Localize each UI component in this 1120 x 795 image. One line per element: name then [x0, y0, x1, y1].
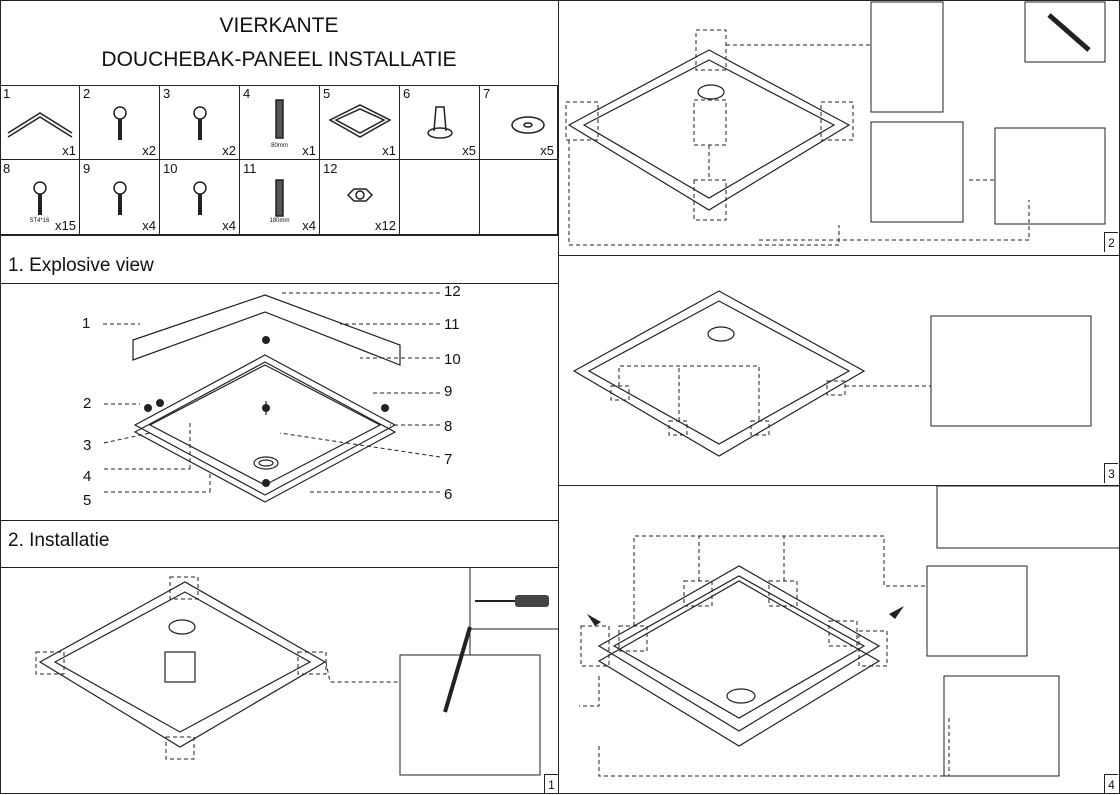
step-number: 3: [1104, 463, 1118, 483]
divider: [0, 567, 558, 568]
threaded-rod-icon: [275, 99, 284, 139]
step3-diagram: [572, 290, 1092, 457]
arrow-icon: [889, 606, 904, 619]
part-quantity: x4: [302, 218, 316, 233]
part-number: 1: [3, 86, 11, 101]
title-line1: VIERKANTE: [219, 14, 339, 37]
divider: [559, 485, 1120, 486]
part-quantity: x1: [62, 143, 76, 158]
part-size: 80mm: [271, 143, 288, 149]
tray-icon: [328, 104, 392, 138]
bolt-icon: [113, 106, 127, 140]
step4-diagram: [579, 485, 1120, 777]
callout-label: 7: [444, 451, 453, 468]
part-quantity: x15: [55, 218, 76, 233]
arrow-icon: [587, 614, 601, 626]
part-number: 6: [403, 86, 411, 101]
step-number: 2: [1104, 232, 1118, 252]
step2-diagram: [565, 1, 1106, 246]
part-quantity: x4: [222, 218, 236, 233]
divider: [559, 255, 1120, 256]
part-number: 7: [483, 86, 491, 101]
part-cell-9: 9 x4: [80, 160, 160, 235]
callout-label: 11: [444, 316, 460, 333]
part-quantity: x12: [375, 218, 396, 233]
callout-label: 8: [444, 418, 453, 435]
part-cell-5: 5 x1: [320, 85, 400, 160]
divider: [0, 283, 558, 284]
empty-cell: [400, 160, 480, 235]
part-quantity: x2: [142, 143, 156, 158]
part-number: 8: [3, 161, 11, 176]
section-installatie: 2. Installatie: [8, 530, 110, 551]
part-cell-6: 6 x5: [400, 85, 480, 160]
part-cell-2: 2 x2: [80, 85, 160, 160]
foot-icon: [427, 106, 453, 139]
screwdriver-icon: [475, 595, 549, 607]
callout-label: 10: [444, 351, 461, 368]
part-cell-4: 4 80mm x1: [240, 85, 320, 160]
section-explosive-view: 1. Explosive view: [8, 255, 154, 276]
clip-icon: [113, 181, 127, 215]
part-cell-1: 1 x1: [0, 85, 80, 160]
washer-plate-icon: [511, 116, 545, 134]
connector-block-icon: [193, 106, 207, 140]
wood-screw-icon: [193, 181, 207, 215]
part-cell-7: 7 x5: [480, 85, 558, 160]
callout-label: 4: [83, 468, 92, 485]
divider: [0, 85, 558, 86]
screw-icon: [33, 181, 47, 215]
part-size: 180mm: [269, 218, 290, 224]
part-quantity: x1: [382, 143, 396, 158]
step-number: 4: [1104, 774, 1118, 794]
threaded-rod-icon: [275, 179, 284, 217]
part-cell-3: 3 x2: [160, 85, 240, 160]
part-number: 5: [323, 86, 331, 101]
part-quantity: x2: [222, 143, 236, 158]
callout-label: 5: [83, 492, 92, 509]
panel-frame-icon: [7, 112, 73, 138]
column-divider: [558, 0, 559, 794]
divider: [0, 235, 558, 236]
callout-label: 1: [82, 315, 91, 332]
part-quantity: x5: [540, 143, 554, 158]
callout-label: 9: [444, 383, 453, 400]
step1-diagram: [35, 567, 558, 776]
divider: [0, 520, 558, 521]
callout-label: 2: [83, 395, 92, 412]
callout-label: 6: [444, 486, 453, 503]
callout-label: 3: [83, 437, 92, 454]
part-cell-11: 11 180mm x4: [240, 160, 320, 235]
part-number: 2: [83, 86, 91, 101]
explosive-view-diagram: [103, 292, 441, 503]
part-size: ST4*16: [29, 218, 50, 224]
part-number: 3: [163, 86, 171, 101]
part-number: 9: [83, 161, 91, 176]
nut-icon: [346, 188, 374, 202]
step-number: 1: [544, 774, 558, 794]
part-cell-10: 10 x4: [160, 160, 240, 235]
callout-label: 12: [444, 283, 461, 300]
part-number: 4: [243, 86, 251, 101]
empty-cell: [480, 160, 558, 235]
title-line2: DOUCHEBAK-PANEEL INSTALLATIE: [101, 48, 457, 71]
part-quantity: x1: [302, 143, 316, 158]
part-number: 10: [163, 161, 178, 176]
part-number: 11: [243, 161, 257, 176]
part-quantity: x5: [462, 143, 476, 158]
part-cell-12: 12 x12: [320, 160, 400, 235]
part-number: 12: [323, 161, 338, 176]
wrench-icon: [1047, 13, 1091, 52]
part-quantity: x4: [142, 218, 156, 233]
